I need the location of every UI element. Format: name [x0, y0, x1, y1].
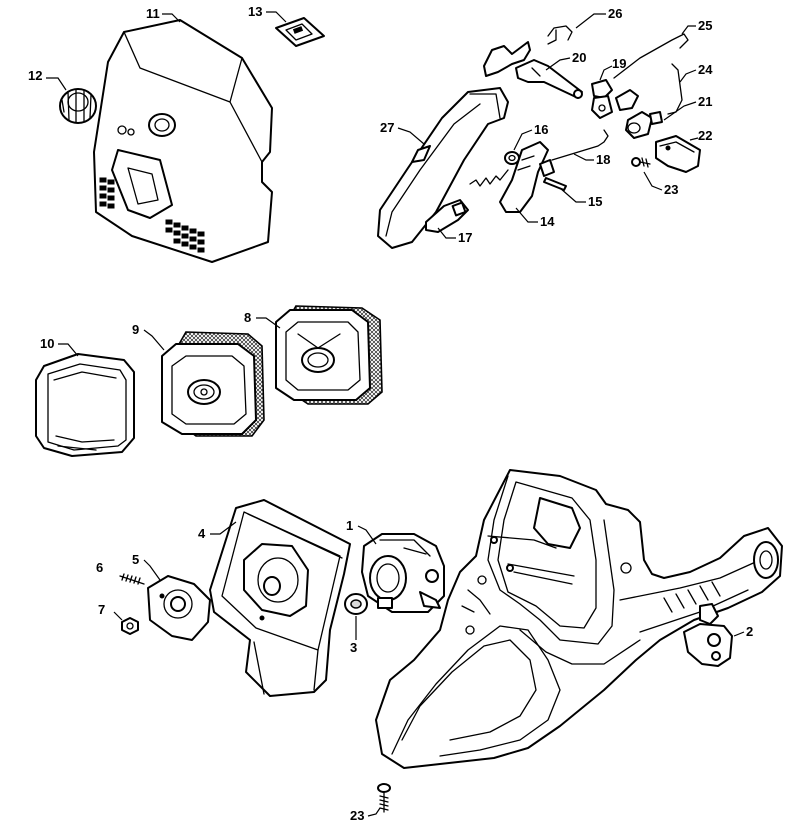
- choke-rod: [613, 33, 689, 79]
- carburetor: [361, 533, 445, 613]
- interlock-lever: [591, 79, 639, 119]
- callout-9: 9: [132, 322, 139, 337]
- screw-bottom: [377, 783, 391, 813]
- callout-14: 14: [540, 214, 555, 229]
- shroud-vents-right: [165, 219, 205, 253]
- callout-23-top: 23: [664, 182, 678, 197]
- small-cover-plate: [275, 17, 325, 47]
- callout-16: 16: [534, 122, 548, 137]
- trigger-interlock: [499, 141, 555, 213]
- throttle-trigger: [483, 41, 583, 99]
- threaded-stud: [119, 573, 145, 585]
- callout-12: 12: [28, 68, 42, 83]
- callout-19: 19: [612, 56, 626, 71]
- twist-lock-knob: [59, 88, 97, 124]
- callout-26: 26: [608, 6, 622, 21]
- gasket: [344, 593, 368, 615]
- callout-5: 5: [132, 552, 139, 567]
- throttle-rod: [551, 129, 609, 161]
- pivot-pin: [543, 177, 567, 191]
- callout-25: 25: [698, 18, 712, 33]
- handle-bracket: [655, 135, 701, 173]
- callout-11: 11: [146, 6, 160, 21]
- handle-latch: [425, 199, 469, 233]
- callout-7: 7: [98, 602, 105, 617]
- callout-18: 18: [596, 152, 610, 167]
- screw-small-top: [631, 157, 651, 168]
- callout-3: 3: [350, 640, 357, 655]
- callout-10: 10: [40, 336, 54, 351]
- callout-27: 27: [380, 120, 394, 135]
- air-filter-front: [161, 331, 265, 437]
- callout-1: 1: [346, 518, 353, 533]
- callout-20: 20: [572, 50, 586, 65]
- callout-24: 24: [698, 62, 713, 77]
- callout-4: 4: [198, 526, 206, 541]
- switch-bushing: [625, 111, 663, 139]
- mount-bracket: [683, 603, 733, 667]
- callout-13: 13: [248, 4, 262, 19]
- shroud-cover: [93, 19, 273, 263]
- baffle-plate: [209, 499, 351, 697]
- callout-21: 21: [698, 94, 712, 109]
- callout-6: 6: [96, 560, 103, 575]
- intake-elbow: [147, 575, 211, 641]
- callout-23-bottom: 23: [350, 808, 364, 823]
- main-housing: [375, 469, 783, 769]
- air-filter-rear: [275, 305, 383, 405]
- handle-molding: [377, 87, 509, 249]
- throttle-rod-small: [547, 25, 573, 45]
- callout-15: 15: [588, 194, 602, 209]
- callout-2: 2: [746, 624, 753, 639]
- hex-nut: [121, 617, 139, 635]
- filter-sleeve: [35, 353, 135, 457]
- trigger-spring: [469, 151, 520, 187]
- torsion-spring: [667, 63, 683, 115]
- callout-8: 8: [244, 310, 251, 325]
- shroud-vents-left: [99, 177, 115, 209]
- callout-22: 22: [698, 128, 712, 143]
- callout-17: 17: [458, 230, 472, 245]
